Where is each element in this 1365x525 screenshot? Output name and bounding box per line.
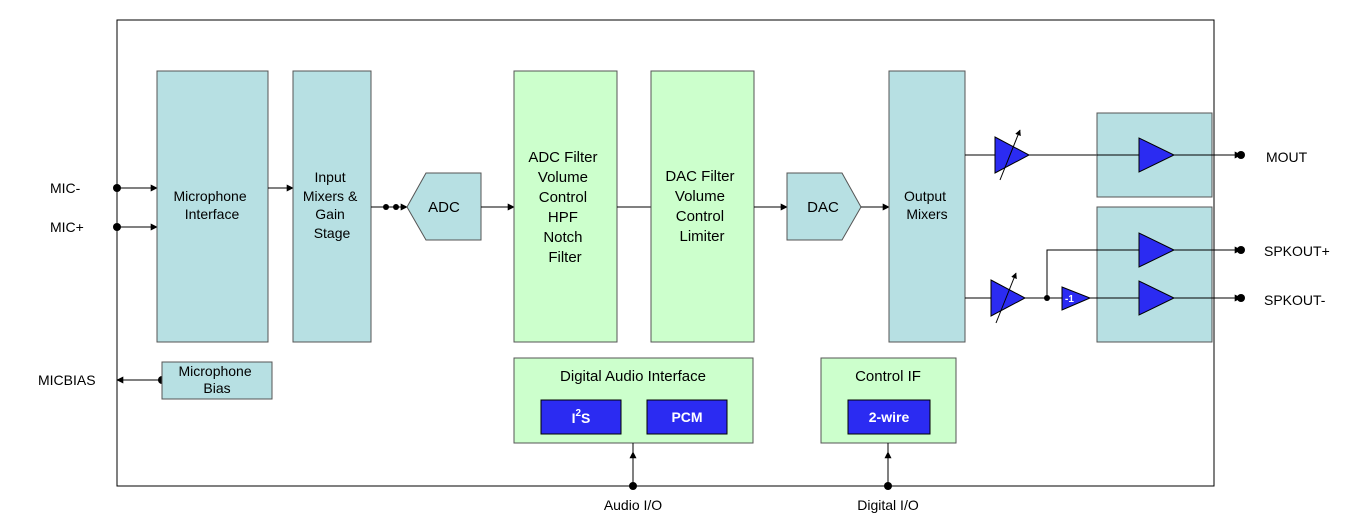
i2s-label-main: I [572,410,576,426]
pin-mout [1237,151,1245,159]
adc-filter-block [513,70,618,343]
adc-filter-line: Volume [538,169,588,186]
dac-label: DAC [807,199,839,216]
i2s-block [540,399,622,435]
junction-dot [383,204,389,210]
wire-spk-plus-branch [1046,249,1139,298]
spk-plus-driver-triangle [1138,232,1176,268]
inverter-triangle [1061,286,1092,311]
spk-minus-driver-triangle [1138,280,1176,316]
pin-mout-label: MOUT [1266,149,1308,165]
pin-mic-minus [113,184,121,192]
dac-filter-block [650,70,755,343]
dac-filter-line: DAC Filter [665,168,734,185]
pcm-label: PCM [671,409,702,425]
microphone-interface-line: Interface [185,206,240,222]
microphone-bias-block [161,361,273,400]
input-mixers-line: Mixers & [303,188,358,204]
control-if-label: Control IF [855,368,921,385]
digital-audio-interface-label: Digital Audio Interface [560,368,706,385]
microphone-interface-line: Microphone [173,188,246,204]
pin-digital-io-label: Digital I/O [857,497,919,513]
input-mixers-line: Input [314,169,345,185]
adc-filter-line: Notch [543,229,582,246]
adc-filter-line: ADC Filter [528,149,597,166]
microphone-bias-line: Bias [203,380,230,396]
adc-label: ADC [428,199,460,216]
pin-micbias-label: MICBIAS [38,372,96,388]
mout-pga-adjust-arrow [999,129,1021,181]
pin-spkout-minus-label: SPKOUT- [1264,292,1326,308]
dac-block [786,172,862,241]
mout-pga-triangle [994,136,1031,174]
dac-filter-label: DAC Filter Volume Control Limiter [665,168,738,245]
input-mixers-line: Stage [314,225,351,241]
adc-filter-line: Filter [548,249,581,266]
pin-spkout-plus [1237,246,1245,254]
output-mixers-label: Output Mixers [904,188,950,222]
i2s-label-superscript: 2 [575,408,581,419]
chip-outline [116,19,1215,487]
adc-filter-line: Control [539,189,587,206]
output-mixers-line: Output [904,188,946,204]
adc-filter-label: ADC Filter Volume Control HPF Notch Filt… [528,149,601,266]
speaker-driver-block [1096,206,1213,343]
spk-pga-adjust-arrow [995,272,1017,324]
input-mixers-line: Gain [315,206,345,222]
input-mixers-label: Input Mixers & Gain Stage [303,169,361,241]
two-wire-label: 2-wire [869,409,910,425]
pin-mic-plus-label: MIC+ [50,219,84,235]
microphone-bias-line: Microphone [178,363,251,379]
junction-dot [393,204,399,210]
microphone-interface-block [156,70,269,343]
i2s-label: I2S [572,408,591,426]
pin-mic-minus-label: MIC- [50,180,81,196]
pin-mic-plus [113,223,121,231]
microphone-interface-label: Microphone Interface [173,188,250,222]
microphone-bias-label: Microphone Bias [178,363,255,396]
mout-driver-triangle [1138,137,1176,173]
output-mixers-line: Mixers [906,206,947,222]
dac-filter-line: Volume [675,188,725,205]
spk-pga-triangle [990,279,1027,317]
two-wire-block [847,399,931,435]
dac-filter-line: Limiter [679,228,724,245]
pin-audio-io-label: Audio I/O [604,497,662,513]
inverter-label: -1 [1065,294,1074,305]
input-mixers-block [292,70,372,343]
pin-spkout-minus [1237,294,1245,302]
i2s-label-suffix: S [581,410,590,426]
pcm-block [646,399,728,435]
dac-filter-line: Control [676,208,724,225]
output-mixers-block [888,70,966,343]
adc-filter-line: HPF [548,209,578,226]
pin-spkout-plus-label: SPKOUT+ [1264,243,1330,259]
